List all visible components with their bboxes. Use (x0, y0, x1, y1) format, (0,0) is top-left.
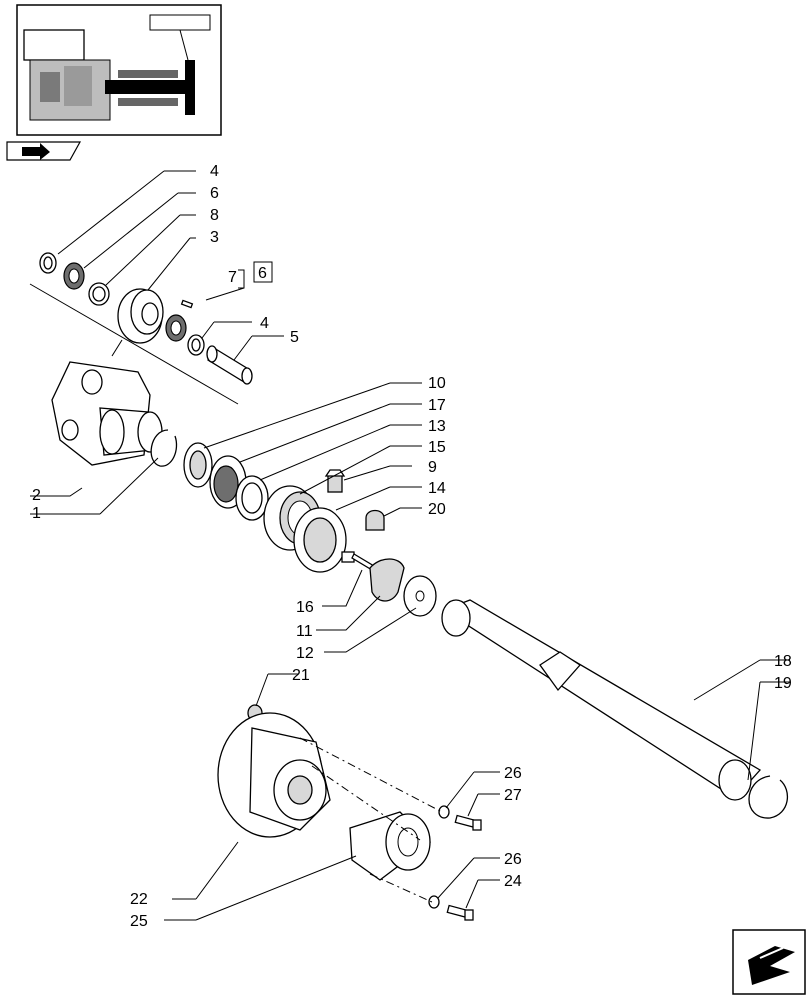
part-14-seal-ring (293, 507, 347, 573)
callout-7: 7 (228, 269, 237, 286)
callout-2: 2 (32, 487, 41, 504)
callout-3: 3 (210, 229, 219, 246)
callout-8: 8 (210, 207, 219, 224)
part-7-pin (180, 299, 194, 309)
part-5-shaft-pin (206, 345, 253, 385)
callout-16: 16 (296, 599, 314, 616)
callout-20: 20 (428, 501, 446, 518)
callout-6: 6 (210, 185, 219, 202)
part-25-hub-sleeve (349, 811, 431, 881)
callout-21: 21 (292, 667, 310, 684)
callout-4-lower: 4 (260, 315, 269, 332)
callout-26-lower: 26 (504, 851, 522, 868)
callout-22: 22 (130, 891, 148, 908)
callout-17: 17 (428, 397, 446, 414)
part-24-bolt-lower (446, 904, 474, 921)
callout-labels: 4 6 8 3 7 6 4 5 10 17 13 15 9 14 20 2 1 … (32, 163, 792, 930)
callout-10: 10 (428, 375, 446, 392)
ref-box-label: 6 (258, 265, 267, 282)
callout-18: 18 (774, 653, 792, 670)
part-16-bolt (341, 551, 375, 571)
part-9-fitting (324, 469, 346, 493)
callout-12: 12 (296, 645, 314, 662)
callout-1: 1 (32, 505, 41, 522)
callout-13: 13 (428, 418, 446, 435)
leader-lines (30, 170, 790, 921)
callout-19: 19 (774, 675, 792, 692)
callout-26-upper: 26 (504, 765, 522, 782)
callout-9: 9 (428, 459, 437, 476)
part-6-second-gear (165, 314, 187, 342)
part-19-circlip (748, 775, 789, 819)
part-2-flange-housing (51, 361, 163, 466)
callout-14: 14 (428, 480, 446, 497)
callout-27: 27 (504, 787, 522, 804)
part-12-washer (403, 575, 437, 617)
locator-thumbnail[interactable] (16, 4, 222, 136)
part-4-lower-ring (187, 334, 205, 356)
part-6-small-gear (63, 262, 85, 290)
part-13-ring (235, 475, 269, 521)
part-27-bolt-upper (454, 814, 482, 831)
callout-11: 11 (296, 623, 313, 640)
part-3-pinion-gear (117, 288, 164, 344)
part-11-retainer-plate (369, 558, 405, 602)
part-26-washer-lower (428, 895, 440, 909)
callout-25: 25 (130, 913, 148, 930)
part-22-wheel-hub (217, 712, 331, 838)
part-26-washer-upper (438, 805, 450, 819)
part-20-cap (365, 509, 385, 531)
callout-4-upper: 4 (210, 163, 219, 180)
part-1-circlip (150, 429, 178, 467)
callout-15: 15 (428, 439, 446, 456)
previous-page-arrow-icon[interactable] (6, 141, 82, 161)
part-8-ring (88, 282, 110, 306)
ref-box[interactable] (253, 261, 273, 283)
callout-5: 5 (290, 329, 299, 346)
part-10-spacer (183, 442, 213, 488)
next-page-arrow-icon[interactable] (732, 929, 806, 995)
part-18-main-shaft (441, 599, 762, 801)
callout-24: 24 (504, 873, 522, 890)
part-4-upper-ring (39, 252, 57, 274)
